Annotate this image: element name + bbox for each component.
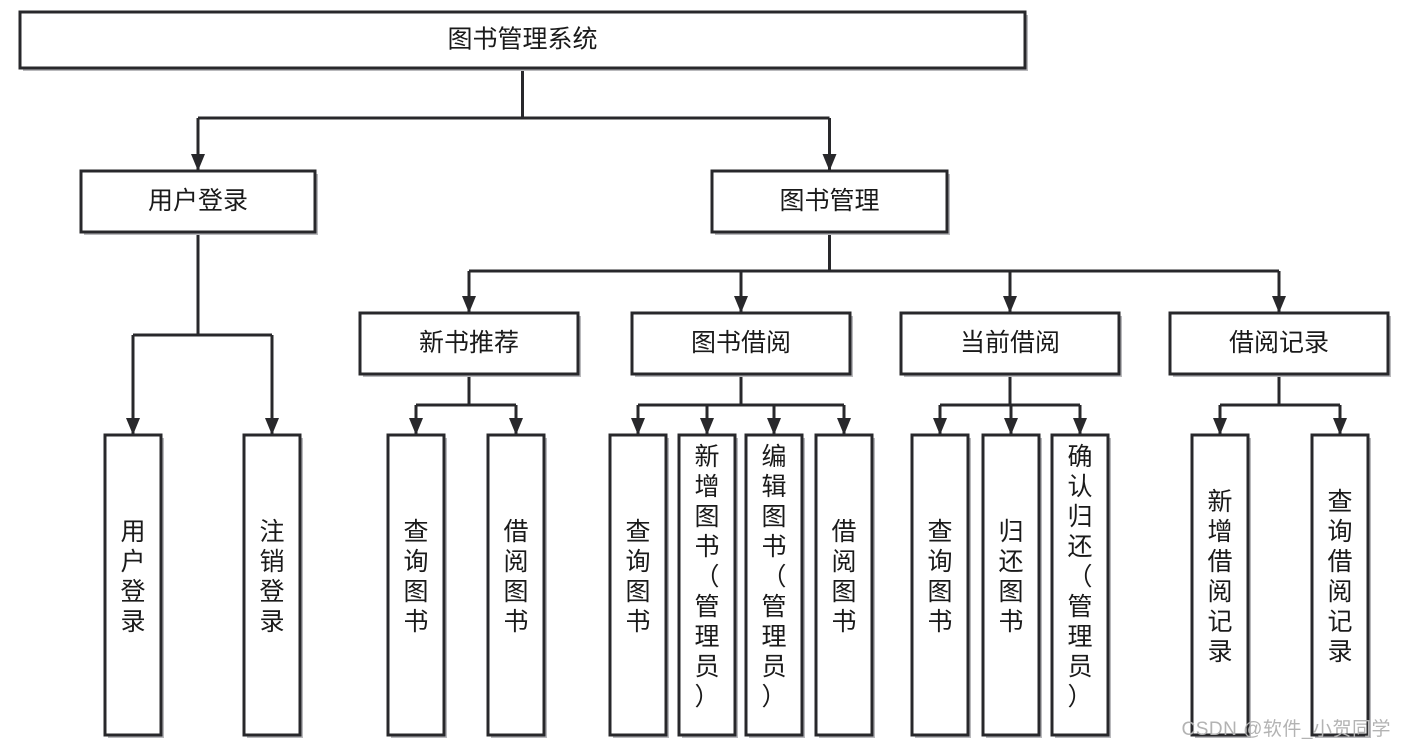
node-query-book-2[interactable]: 查询图书 bbox=[608, 433, 669, 738]
node-label: 查询借阅记录 bbox=[1327, 488, 1352, 666]
node-label: 用户登录 bbox=[148, 187, 248, 215]
node-label: 查询图书 bbox=[625, 518, 650, 636]
node-box[interactable] bbox=[630, 311, 852, 376]
arrow-head-icon bbox=[265, 418, 279, 435]
node-label: 用户登录 bbox=[120, 518, 145, 636]
node-return-book[interactable]: 归还图书 bbox=[981, 433, 1042, 738]
node-current-borrow[interactable]: 当前借阅 bbox=[899, 311, 1122, 377]
arrow-head-icon bbox=[462, 296, 476, 313]
node-query-book-1[interactable]: 查询图书 bbox=[386, 433, 447, 738]
node-book-manage[interactable]: 图书管理 bbox=[710, 169, 950, 235]
node-root[interactable]: 图书管理系统 bbox=[18, 10, 1028, 71]
arrow-head-icon bbox=[822, 154, 837, 171]
node-user-login-do[interactable]: 用户登录 bbox=[103, 433, 164, 738]
arrow-head-icon bbox=[734, 296, 748, 313]
arrow-head-icon bbox=[933, 418, 947, 435]
arrow-head-icon bbox=[631, 418, 645, 435]
node-confirm-return-admin[interactable]: 确认归还（管理员） bbox=[1050, 433, 1111, 738]
node-box[interactable] bbox=[1168, 311, 1390, 376]
node-label: 图书管理 bbox=[779, 187, 879, 215]
arrow-head-icon bbox=[1073, 418, 1087, 435]
node-label: 图书借阅 bbox=[691, 329, 791, 357]
node-query-book-3[interactable]: 查询图书 bbox=[910, 433, 971, 738]
node-box[interactable] bbox=[910, 433, 970, 737]
node-label: 注销登录 bbox=[259, 518, 284, 636]
node-user-logout[interactable]: 注销登录 bbox=[242, 433, 303, 738]
arrow-head-icon bbox=[191, 154, 205, 171]
node-box[interactable] bbox=[79, 169, 317, 234]
arrow-head-icon bbox=[409, 418, 423, 435]
node-label: 借阅图书 bbox=[831, 518, 856, 636]
node-label: 当前借阅 bbox=[960, 329, 1060, 357]
node-label: 查询图书 bbox=[403, 518, 428, 636]
node-box[interactable] bbox=[814, 433, 874, 737]
node-query-borrow-record[interactable]: 查询借阅记录 bbox=[1310, 433, 1371, 738]
node-box[interactable] bbox=[103, 433, 163, 737]
arrow-head-icon bbox=[1213, 418, 1227, 435]
node-label: 归还图书 bbox=[998, 518, 1023, 636]
node-label: 确认归还（管理员） bbox=[1067, 443, 1092, 711]
arrow-head-icon bbox=[1004, 418, 1018, 435]
node-borrow-record[interactable]: 借阅记录 bbox=[1168, 311, 1391, 377]
node-borrow-book-1[interactable]: 借阅图书 bbox=[486, 433, 547, 738]
node-new-book-recommend[interactable]: 新书推荐 bbox=[358, 311, 581, 377]
node-box[interactable] bbox=[386, 433, 446, 737]
node-borrow-book-2[interactable]: 借阅图书 bbox=[814, 433, 875, 738]
node-label: 新增借阅记录 bbox=[1207, 488, 1232, 666]
arrow-head-icon bbox=[837, 418, 851, 435]
node-box[interactable] bbox=[242, 433, 302, 737]
node-book-borrow[interactable]: 图书借阅 bbox=[630, 311, 853, 377]
node-add-borrow-record[interactable]: 新增借阅记录 bbox=[1190, 433, 1251, 738]
arrow-head-icon bbox=[1272, 296, 1286, 313]
node-label: 新书推荐 bbox=[419, 329, 519, 357]
node-label: 新增图书（管理员） bbox=[694, 443, 719, 711]
arrow-head-icon bbox=[1333, 418, 1347, 435]
arrow-head-icon bbox=[1003, 296, 1017, 313]
node-box[interactable] bbox=[18, 10, 1027, 70]
arrow-head-icon bbox=[509, 418, 523, 435]
watermark-text: CSDN @软件_小贺同学 bbox=[1181, 719, 1391, 740]
node-box[interactable] bbox=[677, 433, 737, 737]
node-label: 编辑图书（管理员） bbox=[761, 443, 786, 711]
node-add-book-admin[interactable]: 新增图书（管理员） bbox=[677, 433, 738, 738]
node-label: 借阅图书 bbox=[503, 518, 528, 636]
arrow-head-icon bbox=[767, 418, 781, 435]
node-label: 图书管理系统 bbox=[447, 26, 597, 54]
connector-layer bbox=[126, 68, 1347, 435]
node-box[interactable] bbox=[1050, 433, 1110, 737]
node-box[interactable] bbox=[608, 433, 668, 737]
node-box[interactable] bbox=[486, 433, 546, 737]
node-box[interactable] bbox=[1190, 433, 1250, 737]
node-user-login[interactable]: 用户登录 bbox=[79, 169, 318, 235]
arrow-head-icon bbox=[126, 418, 140, 435]
node-box[interactable] bbox=[899, 311, 1121, 376]
node-box[interactable] bbox=[710, 169, 949, 234]
node-box[interactable] bbox=[1310, 433, 1370, 737]
node-edit-book-admin[interactable]: 编辑图书（管理员） bbox=[744, 433, 805, 738]
node-box[interactable] bbox=[744, 433, 804, 737]
node-layer: 图书管理系统用户登录用户登录注销登录图书管理新书推荐查询图书借阅图书图书借阅查询… bbox=[18, 10, 1391, 738]
arrow-head-icon bbox=[700, 418, 714, 435]
node-box[interactable] bbox=[358, 311, 580, 376]
node-box[interactable] bbox=[981, 433, 1041, 737]
node-label: 查询图书 bbox=[927, 518, 952, 636]
node-label: 借阅记录 bbox=[1229, 329, 1329, 357]
